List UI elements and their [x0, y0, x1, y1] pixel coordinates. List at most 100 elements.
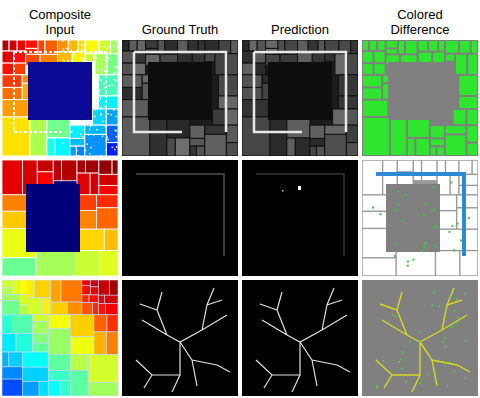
colored-block	[106, 303, 118, 314]
green-block	[416, 139, 429, 155]
green-block	[433, 53, 444, 62]
noise-dot	[114, 130, 116, 132]
colored-block	[23, 352, 49, 367]
colored-block	[20, 280, 28, 295]
noise-dot	[81, 59, 83, 61]
noise-dot	[108, 57, 110, 59]
noise-dot	[95, 57, 97, 59]
green-speck	[401, 359, 403, 361]
center-region	[386, 184, 440, 252]
column-header: Composite Input	[2, 0, 118, 37]
colored-block	[53, 160, 61, 181]
noise-dot	[81, 57, 83, 59]
grey-block	[175, 138, 190, 156]
green-speck	[397, 203, 399, 205]
green-speck	[444, 364, 446, 366]
tree-lines	[256, 288, 350, 392]
noise-dot	[93, 134, 95, 136]
colored-block	[17, 40, 25, 51]
panel-content	[362, 40, 478, 156]
colored-block	[61, 160, 77, 181]
green-speck	[423, 247, 425, 249]
colored-block	[70, 371, 88, 396]
colored-block	[2, 51, 13, 63]
center-region	[388, 62, 452, 120]
colored-block	[2, 63, 14, 75]
green-speck	[464, 293, 466, 295]
green-block	[375, 64, 385, 74]
green-block	[467, 144, 477, 155]
center-region	[28, 62, 92, 120]
noise-dot	[88, 134, 90, 136]
colored-block	[76, 146, 84, 156]
panel-content	[242, 40, 358, 156]
green-speck	[402, 351, 404, 353]
colored-block	[78, 40, 85, 52]
path-line	[254, 52, 346, 132]
colored-block	[99, 295, 105, 303]
colored-block	[2, 301, 20, 315]
grey-block	[218, 96, 238, 109]
colored-block	[106, 109, 118, 125]
colored-block	[99, 303, 106, 314]
colored-block	[72, 52, 85, 63]
grey-block	[333, 109, 347, 125]
white-block	[465, 230, 477, 250]
green-block	[374, 52, 384, 62]
green-speck	[393, 315, 395, 317]
grey-block	[205, 125, 227, 134]
grey-block	[308, 40, 318, 52]
path-line	[136, 174, 224, 256]
noise-dot	[90, 126, 92, 128]
column-title: Ground Truth	[122, 22, 238, 37]
green-speck	[405, 381, 407, 383]
colored-block	[91, 287, 99, 295]
white-block	[438, 161, 445, 173]
panel-content	[2, 160, 118, 276]
colored-block	[2, 40, 9, 51]
image-panel	[122, 40, 238, 156]
grey-block	[312, 52, 325, 63]
green-speck	[433, 186, 435, 188]
green-speck	[396, 316, 398, 318]
noise-dot	[102, 134, 104, 136]
green-block	[456, 55, 466, 74]
image-panel	[2, 160, 118, 276]
colored-block	[36, 251, 75, 276]
white-block	[451, 174, 458, 194]
white-block	[397, 252, 435, 276]
noise-dot	[89, 153, 91, 155]
colored-block	[88, 383, 118, 396]
colored-block	[70, 355, 88, 371]
center-region	[268, 62, 332, 120]
grey-block	[242, 75, 262, 88]
grey-block	[218, 75, 238, 96]
colored-block	[14, 63, 26, 75]
green-block	[431, 126, 444, 137]
colored-block	[55, 138, 70, 156]
green-speck	[430, 357, 432, 359]
colored-block	[33, 334, 49, 343]
colored-block	[112, 160, 118, 174]
noise-dot	[115, 42, 117, 44]
noise-dot	[76, 49, 78, 51]
green-block	[446, 55, 454, 61]
noise-dot	[95, 109, 97, 111]
green-speck	[379, 213, 381, 215]
colored-block	[48, 381, 60, 396]
grey-block	[270, 117, 287, 156]
green-block	[460, 41, 470, 53]
colored-block	[61, 280, 82, 302]
green-block	[446, 41, 458, 53]
colored-block	[35, 280, 51, 298]
noise-dot	[107, 47, 109, 49]
noise-dot	[102, 121, 104, 123]
green-speck	[445, 346, 447, 348]
panel-shape	[122, 280, 238, 396]
panel-shape	[242, 160, 358, 276]
panel-shape	[122, 160, 238, 276]
colored-block	[2, 379, 23, 396]
noise-dot	[71, 49, 73, 51]
grey-block	[242, 117, 270, 156]
